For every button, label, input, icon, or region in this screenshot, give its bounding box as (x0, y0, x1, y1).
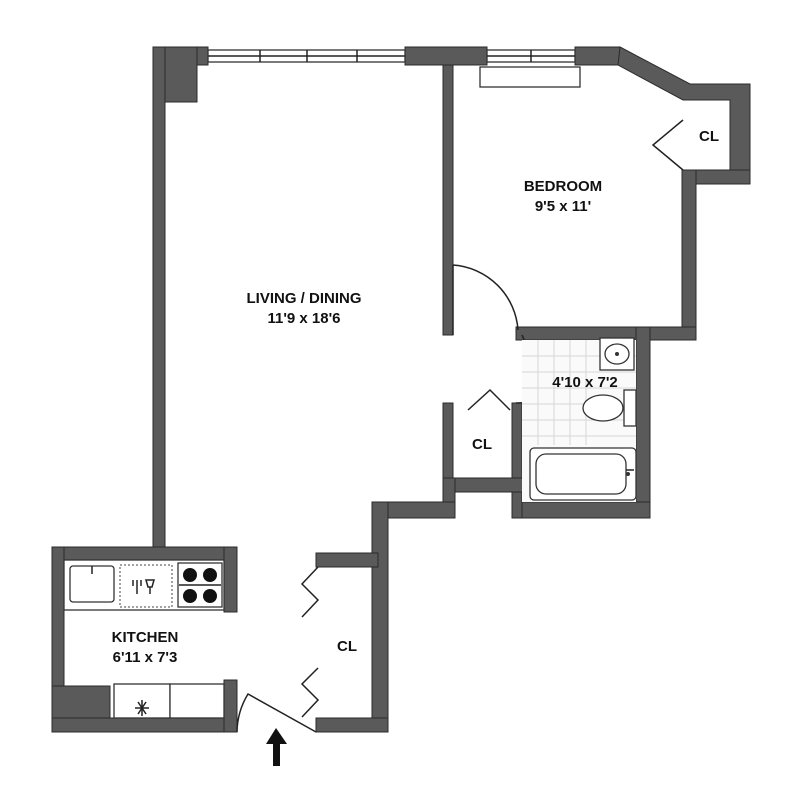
wall-closet-left (442, 402, 454, 487)
burner (183, 589, 197, 603)
burner (203, 589, 217, 603)
wall-top-middle (404, 46, 488, 66)
door-entry-closet-top (300, 566, 320, 618)
wall-top-right (574, 46, 621, 66)
kitchen-fixtures (63, 559, 225, 719)
door-entry-swing (236, 692, 317, 733)
labels: LIVING / DINING 11'9 x 18'6 BEDROOM 9'5 … (112, 128, 719, 666)
wall-bath-bottom (511, 501, 651, 519)
wall-bedroom-bay (617, 46, 751, 185)
living-dims: 11'9 x 18'6 (267, 310, 340, 327)
kitchen-dims: 6'11 x 7'3 (113, 649, 178, 666)
toilet-tank (623, 389, 637, 427)
bedroom-dims: 9'5 x 11' (535, 198, 591, 215)
bath-dims: 4'10 x 7'2 (552, 374, 618, 391)
burner (183, 568, 197, 582)
closet-bedroom-label: CL (699, 128, 719, 145)
living-name: LIVING / DINING (246, 290, 361, 307)
kitchen-name: KITCHEN (112, 629, 179, 646)
radiator-bedroom (479, 66, 581, 88)
wall-kitchen-right (223, 546, 238, 613)
burner (203, 568, 217, 582)
walls (51, 46, 751, 733)
closet-hall-label: CL (472, 436, 492, 453)
bathroom-fixtures (529, 337, 637, 501)
entry-arrow-icon (266, 728, 287, 766)
wall-entry-closet-bottom (315, 717, 389, 733)
wall-bath-right (635, 326, 651, 519)
wall-bedroom-right (681, 169, 697, 341)
closet-entry-label: CL (337, 638, 357, 655)
dishwasher (119, 564, 173, 608)
wall-entry-closet-right (371, 501, 389, 731)
door-bedroom-closet (651, 119, 684, 171)
wall-kitchen-bottom (51, 717, 238, 733)
asterisk-icon (135, 700, 149, 716)
toilet-bowl (582, 394, 624, 422)
door-entry-closet-bottom (300, 667, 320, 718)
wall-living-left (152, 46, 166, 560)
door-bedroom-swing (452, 264, 519, 331)
bedroom-name: BEDROOM (524, 178, 602, 195)
wall-bath-left (511, 402, 523, 519)
lower-counter (169, 683, 225, 719)
wall-entry-closet-top (315, 552, 379, 568)
door-hall-closet (467, 388, 511, 411)
windows (207, 49, 581, 88)
wall-living-bedroom (442, 64, 454, 336)
wall-kitchen-top (51, 546, 238, 561)
wall-entry-left (223, 679, 238, 733)
